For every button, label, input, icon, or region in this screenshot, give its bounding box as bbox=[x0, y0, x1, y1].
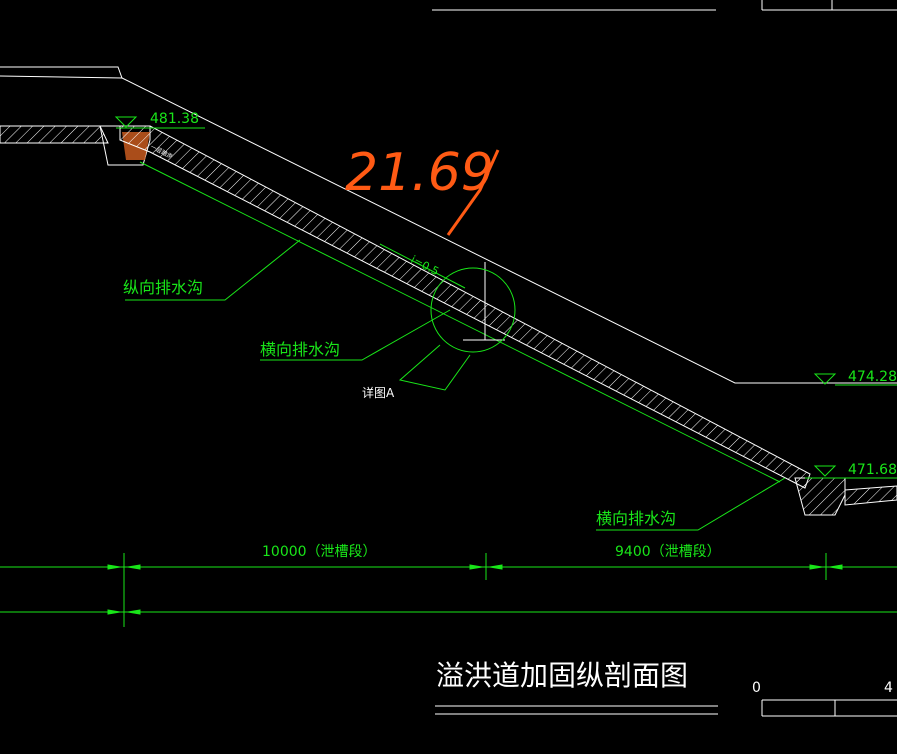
dimension-right-label: 9400（泄槽段） bbox=[615, 544, 721, 560]
elevation-markers bbox=[114, 116, 897, 479]
slope-arrow bbox=[379, 243, 466, 289]
detail-a-label: 详图A bbox=[362, 385, 395, 400]
elevation-middle-label: 474.28 bbox=[848, 369, 897, 385]
upper-ground-short bbox=[0, 75, 123, 79]
drawing-title: 溢洪道加固纵剖面图 bbox=[436, 659, 688, 692]
elevation-top-label: 481.38 bbox=[150, 111, 199, 127]
handwritten-value: 21.69 bbox=[345, 143, 494, 203]
title-block-top bbox=[432, 0, 897, 11]
lower-drain-ditch bbox=[794, 477, 897, 516]
dimension-left-label: 10000（泄槽段） bbox=[262, 544, 377, 560]
upper-platform-hatch bbox=[0, 125, 109, 144]
scale-bar bbox=[761, 699, 897, 717]
slope-bedding-line bbox=[139, 161, 781, 483]
transverse-drain-lower-label: 横向排水沟 bbox=[596, 509, 676, 528]
detail-a-circle bbox=[430, 267, 516, 353]
dimension-lines bbox=[0, 553, 897, 627]
scale-bar-start: 0 bbox=[752, 680, 761, 696]
scale-bar-end: 4 bbox=[884, 680, 893, 696]
handwritten-annotation: 21.69 bbox=[345, 143, 500, 236]
transverse-drain-upper-label: 横向排水沟 bbox=[260, 340, 340, 359]
original-ground-line bbox=[0, 66, 897, 384]
elevation-bottom-label: 471.68 bbox=[848, 462, 897, 478]
detail-a-leader bbox=[398, 344, 471, 391]
detail-reference-lines bbox=[463, 262, 505, 341]
longitudinal-drain-label: 纵向排水沟 bbox=[123, 278, 203, 297]
title-underline bbox=[435, 705, 718, 715]
drain-leaders bbox=[125, 239, 786, 531]
